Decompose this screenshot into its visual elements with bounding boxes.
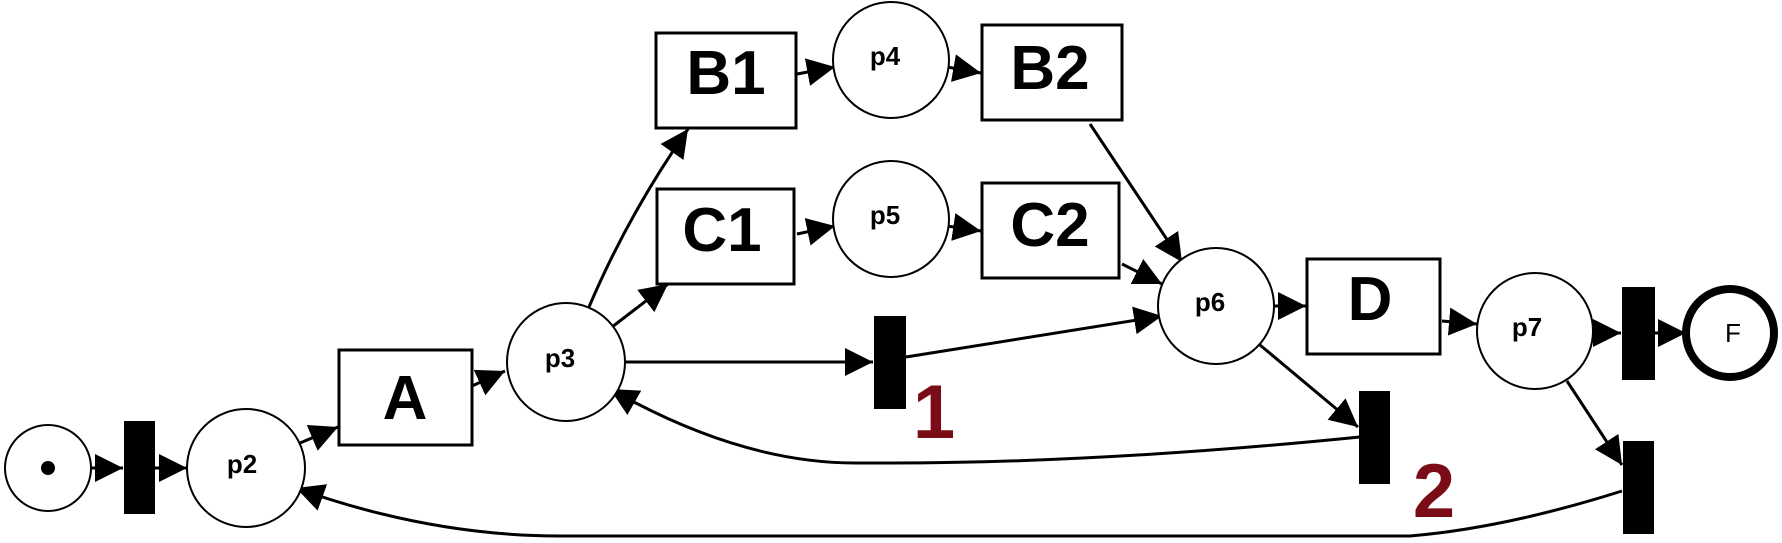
place-p3: p3 — [506, 302, 626, 422]
place-p4: p4 — [832, 1, 950, 119]
silent-transition-loop-back — [1623, 441, 1654, 534]
silent-transition-1: 1 — [874, 316, 955, 455]
arc-b2-to-p6 — [1088, 123, 1184, 263]
transition-c1-label: C1 — [682, 196, 761, 265]
place-p3-label: p3 — [545, 343, 575, 373]
token-dot — [41, 461, 55, 475]
place-p4-label: p4 — [870, 41, 901, 71]
place-p5-label: p5 — [870, 200, 900, 230]
transition-b1-label: B1 — [686, 39, 765, 108]
place-final-label: F — [1725, 318, 1741, 348]
arc-p3-to-c1 — [611, 282, 669, 329]
transition-b1: B1 — [654, 31, 798, 130]
place-p7-label: p7 — [1512, 312, 1542, 342]
arc-t1-to-p6 — [905, 306, 1163, 359]
place-start — [4, 424, 92, 512]
silent-transition-2-number: 2 — [1413, 449, 1455, 534]
arc-d-to-p7 — [1441, 307, 1478, 336]
transition-c2-label: C2 — [1010, 191, 1089, 260]
transition-c2: C2 — [980, 181, 1121, 280]
arc-p3-to-b1 — [587, 128, 690, 308]
place-p5: p5 — [832, 160, 950, 278]
places: p2 p3 p4 p5 p6 p7 F — [4, 1, 1778, 528]
place-p6: p6 — [1157, 247, 1275, 365]
place-p7: p7 — [1476, 272, 1594, 390]
silent-transition-1-number: 1 — [913, 370, 955, 455]
place-p2: p2 — [186, 408, 306, 528]
transition-c1: C1 — [655, 187, 796, 286]
arc-t4-to-p2 — [295, 484, 1623, 538]
transitions: A B1 B2 C1 C2 D — [337, 23, 1442, 447]
silent-transition-to-final — [1622, 287, 1655, 380]
transition-d: D — [1305, 257, 1442, 356]
arc-c1-to-p5 — [796, 218, 836, 246]
arc-a-to-p3 — [471, 369, 506, 396]
arc-p2-to-a — [299, 424, 339, 451]
place-final: F — [1682, 285, 1778, 381]
arc-b1-to-p4 — [796, 58, 836, 86]
arcs — [91, 54, 1686, 538]
silent-transition-2: 2 — [1359, 391, 1455, 534]
transition-b2-label: B2 — [1010, 34, 1089, 103]
silent-transition-start — [124, 421, 155, 514]
silent-transitions: 1 2 — [124, 287, 1655, 534]
transition-b2: B2 — [980, 23, 1124, 122]
arc-p4-to-b2 — [946, 54, 982, 82]
arc-p5-to-c2 — [946, 213, 982, 241]
place-p6-label: p6 — [1195, 287, 1225, 317]
arc-t2-to-p3 — [609, 387, 1361, 465]
transition-d-label: D — [1348, 265, 1393, 334]
arc-p6-to-t2 — [1259, 343, 1359, 429]
transition-a: A — [337, 348, 474, 447]
place-p2-label: p2 — [227, 449, 257, 479]
arc-p7-to-t4 — [1565, 380, 1624, 466]
arc-c2-to-p6 — [1121, 258, 1163, 286]
transition-a-label: A — [383, 364, 428, 433]
